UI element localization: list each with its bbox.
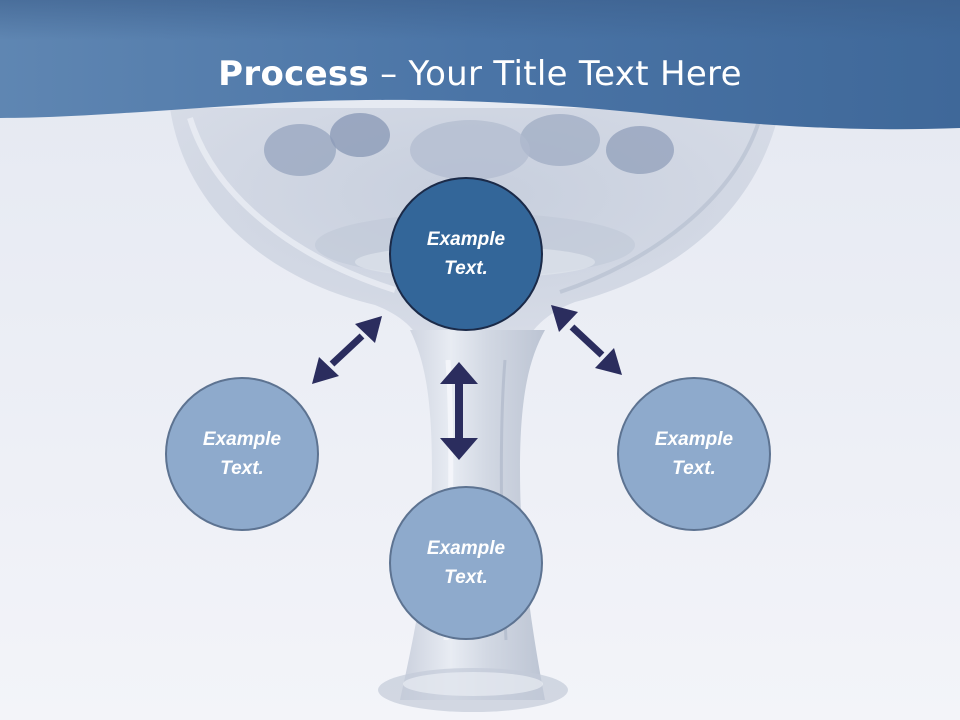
title-bold-part: Process (218, 54, 370, 94)
title-rest-part: – Your Title Text Here (369, 54, 742, 94)
node-left-label: Example Text. (202, 429, 282, 479)
process-node-left[interactable]: Example Text. (165, 377, 319, 531)
process-node-top[interactable]: Example Text. (389, 177, 543, 331)
node-bottom-label: Example Text. (426, 538, 506, 588)
double-arrow-right (551, 305, 622, 375)
process-node-right[interactable]: Example Text. (617, 377, 771, 531)
slide-title: Process – Your Title Text Here (0, 52, 960, 96)
node-top-label: Example Text. (426, 229, 506, 279)
double-arrow-left (312, 316, 382, 384)
process-node-bottom[interactable]: Example Text. (389, 486, 543, 640)
double-arrow-center (440, 362, 478, 460)
node-right-label: Example Text. (654, 429, 734, 479)
